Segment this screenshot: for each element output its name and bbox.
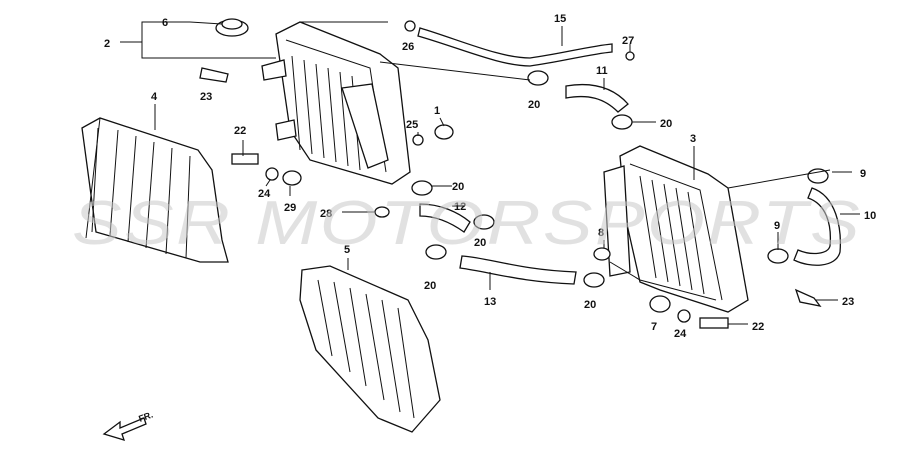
- callout-6: 6: [162, 17, 168, 29]
- hose-part-15: [417, 27, 613, 67]
- callout-20a: 20: [528, 99, 540, 111]
- callout-20f: 20: [584, 299, 596, 311]
- callout-24a: 24: [258, 188, 271, 200]
- callout-11: 11: [596, 65, 608, 77]
- clamp-part-20-e: [425, 244, 447, 260]
- callout-24b: 24: [674, 328, 687, 340]
- callout-8: 8: [598, 227, 604, 239]
- clamp-part-20-f: [583, 272, 605, 288]
- callout-10: 10: [864, 210, 876, 222]
- callout-20e: 20: [424, 280, 436, 292]
- washer-part-25: [412, 134, 424, 146]
- callout-22a: 22: [234, 125, 246, 137]
- washer-part-24-right: [677, 309, 691, 323]
- callout-20d: 20: [474, 237, 486, 249]
- watermark: SSR MOTORSPORTS: [72, 189, 862, 258]
- callout-27: 27: [622, 35, 634, 47]
- grommet-part-7: [649, 295, 671, 313]
- radiator-cap-part-6: [215, 18, 249, 37]
- left-radiator-part-2: [261, 21, 411, 185]
- bolt-part-1: [434, 124, 454, 140]
- callout-9a: 9: [860, 168, 866, 180]
- callout-29: 29: [284, 202, 296, 214]
- callout-25: 25: [406, 119, 418, 131]
- clip-part-23-upper: [199, 67, 229, 83]
- right-radiator-part-3: [603, 145, 749, 313]
- callout-12: 12: [454, 201, 466, 213]
- callout-28: 28: [320, 208, 332, 220]
- clamp-part-26: [404, 20, 416, 32]
- hose-part-10: [793, 187, 841, 266]
- bolt-part-22-left: [231, 153, 259, 165]
- callout-15: 15: [554, 13, 566, 25]
- callout-22b: 22: [752, 321, 764, 333]
- grommet-part-29: [282, 170, 302, 186]
- clamp-part-20-a: [527, 70, 549, 86]
- hose-part-12: [419, 203, 471, 233]
- lower-shroud-part-5: [299, 265, 441, 433]
- callout-13: 13: [484, 296, 496, 308]
- callout-7: 7: [651, 321, 657, 333]
- front-direction-label: FR.: [137, 410, 154, 424]
- left-shroud-part-4: [81, 117, 229, 263]
- clip-part-23-lower: [794, 288, 822, 307]
- callout-2: 2: [104, 38, 110, 50]
- clamp-part-20-d: [473, 214, 495, 230]
- callout-3: 3: [690, 133, 696, 145]
- callout-20b: 20: [660, 118, 672, 130]
- leader-lines: [120, 21, 860, 325]
- callout-1: 1: [434, 105, 440, 117]
- callout-20c: 20: [452, 181, 464, 193]
- hose-part-13: [459, 255, 577, 285]
- callout-4: 4: [151, 91, 158, 103]
- front-direction-arrow: FR.: [102, 410, 154, 441]
- callout-9b: 9: [774, 220, 780, 232]
- collar-part-8: [593, 247, 611, 261]
- clamp-part-20-b: [611, 114, 633, 130]
- collar-part-28: [374, 206, 390, 218]
- callout-23b: 23: [842, 296, 854, 308]
- washer-part-24-left: [265, 167, 279, 181]
- clamp-part-20-c: [411, 180, 433, 196]
- hose-part-11: [565, 83, 629, 113]
- clamp-part-27: [625, 51, 635, 61]
- callout-26: 26: [402, 41, 414, 53]
- callout-23a: 23: [200, 91, 212, 103]
- bolt-part-22-right: [699, 317, 729, 329]
- callout-5: 5: [344, 244, 350, 256]
